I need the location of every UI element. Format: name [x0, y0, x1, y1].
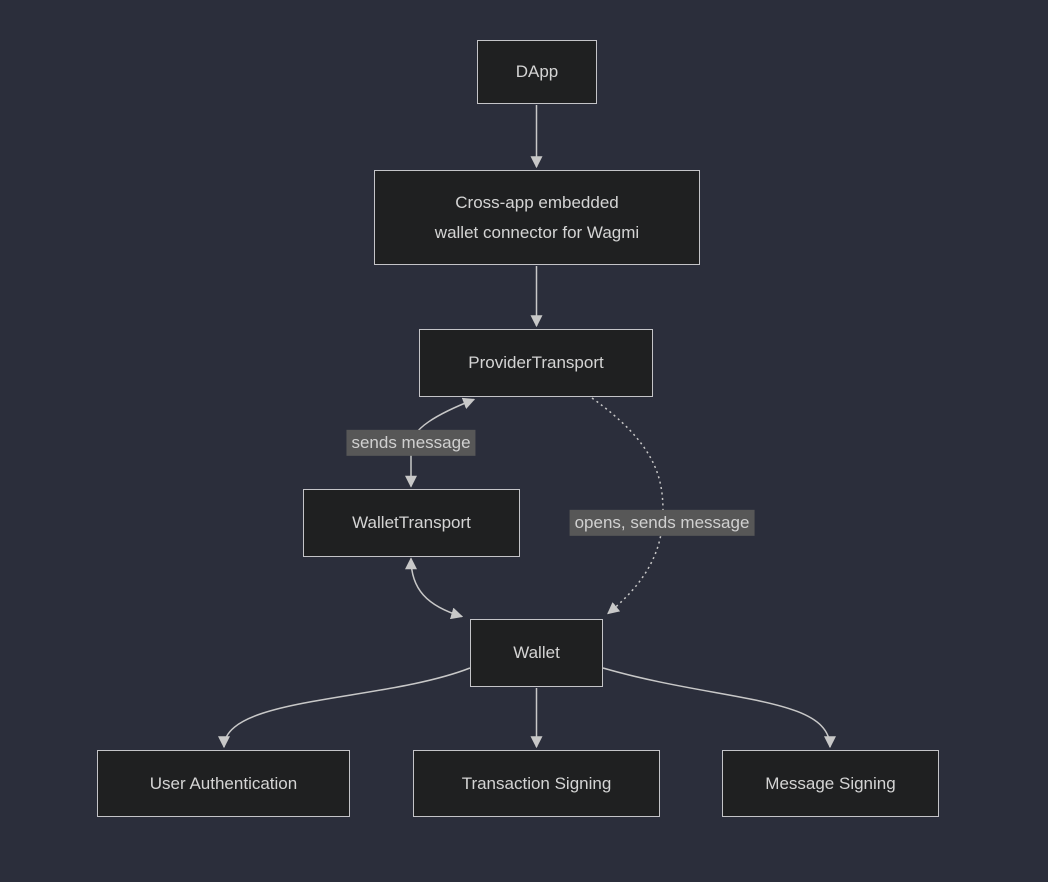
edge-wallet-to-userauth — [218, 667, 471, 749]
node-wallet: Wallet — [470, 619, 603, 687]
node-wallet-transport: WalletTransport — [303, 489, 520, 557]
node-cross-app-connector: Cross-app embedded wallet connector for … — [374, 170, 700, 265]
node-transaction-signing: Transaction Signing — [413, 750, 660, 817]
edge-label-sends-message: sends message — [346, 429, 476, 457]
node-provider-transport: ProviderTransport — [419, 329, 653, 397]
node-user-authentication: User Authentication — [97, 750, 350, 817]
edge-label-opens-sends-message: opens, sends message — [569, 509, 755, 537]
edge-wallet-to-msgsigning — [602, 667, 836, 749]
node-dapp: DApp — [477, 40, 597, 104]
node-message-signing: Message Signing — [722, 750, 939, 817]
edge-providertransport-to-wallet-dotted — [591, 397, 664, 615]
edge-wallettransport-wallet — [405, 557, 464, 620]
